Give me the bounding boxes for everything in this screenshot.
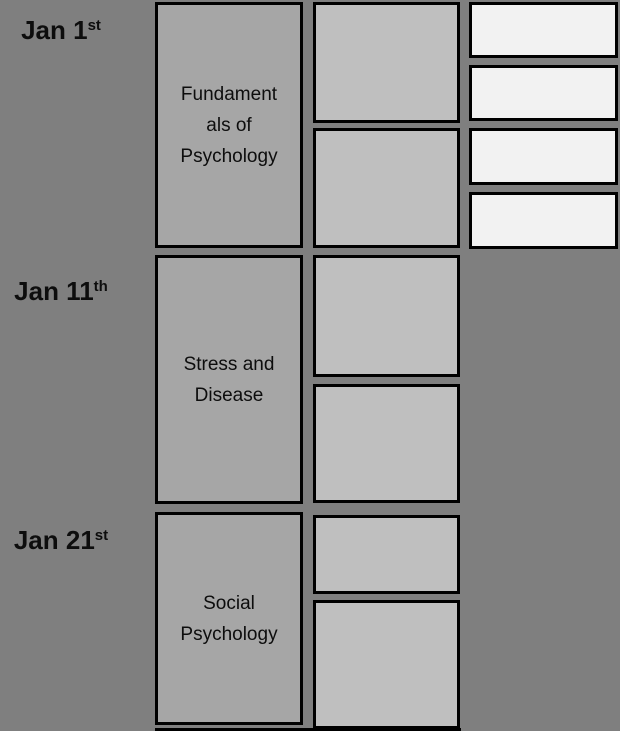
session-box bbox=[313, 600, 460, 729]
course-label: Stress and Disease bbox=[183, 353, 275, 406]
course-box-stress-and-disease: Stress and Disease bbox=[155, 255, 303, 504]
course-label: Social Psychology bbox=[180, 592, 278, 645]
session-box bbox=[313, 515, 460, 594]
task-box bbox=[469, 192, 618, 249]
date-ordinal: st bbox=[94, 527, 109, 544]
bottom-cut-edge bbox=[155, 728, 461, 731]
session-box bbox=[313, 255, 460, 377]
date-label-jan-1: Jan 1st bbox=[0, 14, 122, 46]
date-label-jan-21: Jan 21st bbox=[0, 524, 122, 556]
date-text: Jan 21 bbox=[13, 525, 95, 555]
date-ordinal: st bbox=[87, 17, 101, 34]
task-box bbox=[469, 2, 618, 58]
task-box bbox=[469, 65, 618, 121]
course-box-fundamentals-of-psychology: Fundament als of Psychology bbox=[155, 2, 303, 248]
course-label: Fundament als of Psychology bbox=[180, 83, 278, 167]
session-box bbox=[313, 2, 460, 123]
task-box bbox=[469, 128, 618, 185]
date-text: Jan 1 bbox=[21, 15, 88, 45]
date-ordinal: th bbox=[93, 278, 108, 295]
session-box bbox=[313, 384, 460, 503]
course-box-social-psychology: Social Psychology bbox=[155, 512, 303, 725]
date-text: Jan 11 bbox=[14, 276, 94, 306]
date-label-jan-11: Jan 11th bbox=[0, 275, 122, 307]
session-box bbox=[313, 128, 460, 248]
